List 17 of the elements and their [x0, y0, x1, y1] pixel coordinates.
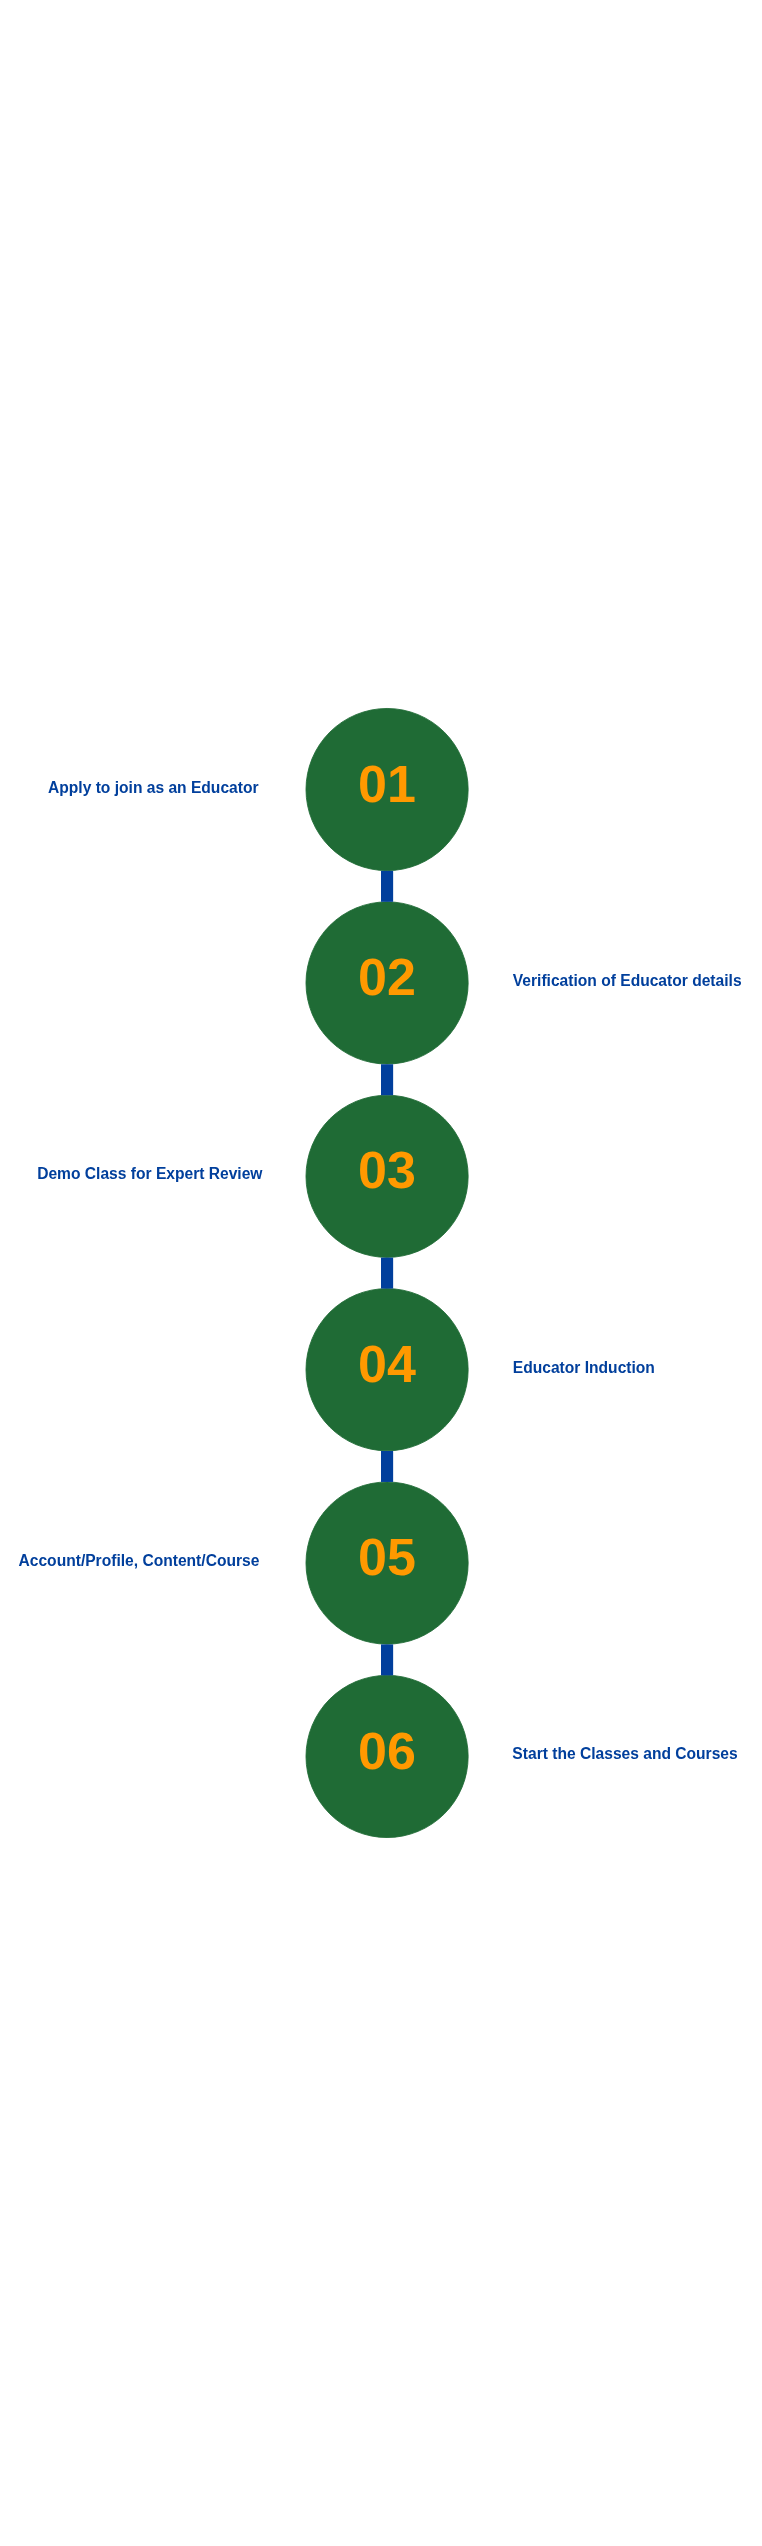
node-label: Verification of Educator details: [512, 971, 742, 989]
node-circle: 03: [305, 1094, 469, 1258]
connector: [381, 1451, 394, 1482]
node-label: Apply to join as an Educator: [48, 778, 259, 796]
node-circle: 06: [305, 1674, 469, 1838]
connector: [381, 1257, 394, 1289]
node-label: Educator Induction: [512, 1358, 655, 1376]
connector: [381, 1064, 394, 1096]
node-label: Account/Profile, Content/Course: [18, 1552, 260, 1570]
node-circle: 05: [305, 1481, 469, 1645]
node-label: Start the Classes and Courses: [512, 1745, 738, 1763]
node-circle: 04: [305, 1288, 469, 1452]
node-circle: 01: [305, 708, 469, 872]
connector: [381, 1644, 394, 1676]
node-label: Demo Class for Expert Review: [37, 1165, 263, 1183]
node-circle: 02: [305, 901, 469, 1065]
connector: [381, 870, 394, 902]
